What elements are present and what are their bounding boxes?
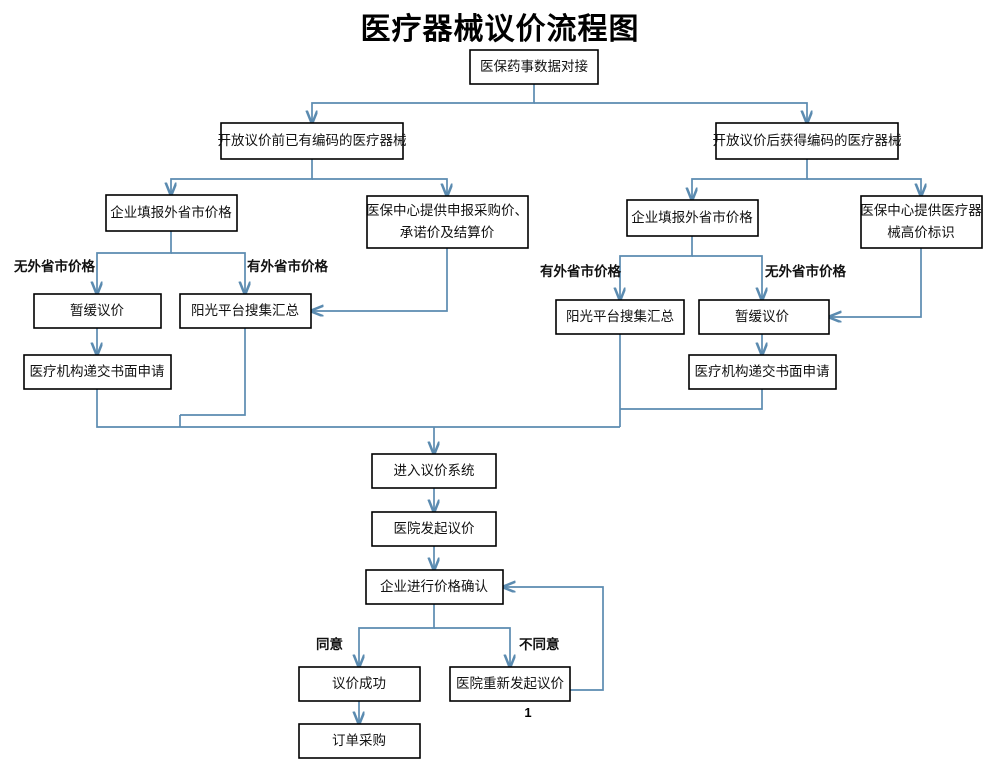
- connector-layer: [97, 84, 921, 724]
- node-enterprise-confirm-box[interactable]: [365, 569, 504, 605]
- node-right-center-mark-label-line1: 医保中心提供医疗器: [860, 203, 982, 218]
- node-root[interactable]: 医保药事数据对接: [469, 49, 599, 85]
- edge-confirm-to-reinitiate: [434, 627, 510, 667]
- edge-root-to-branch-right: [534, 102, 807, 123]
- node-right-written-apply[interactable]: 医疗机构递交书面申请: [688, 354, 837, 390]
- node-right-sunshine-box[interactable]: [555, 299, 685, 335]
- node-right-written-apply-label: 医疗机构递交书面申请: [695, 363, 830, 379]
- edge-label-right-no-price: 无外省市价格: [764, 263, 846, 279]
- node-hospital-reinitiate[interactable]: 医院重新发起议价: [449, 666, 571, 702]
- edge-rightprice-bus: [620, 236, 693, 300]
- edge-leftprice-bus: [97, 231, 172, 294]
- edge-leftprice-to-sunshine: [171, 252, 245, 294]
- edge-rightapply-down: [620, 389, 763, 410]
- node-order-purchase[interactable]: 订单采购: [298, 723, 421, 759]
- node-right-sunshine[interactable]: 阳光平台搜集汇总: [555, 299, 685, 335]
- node-left-enterprise-price-label: 企业填报外省市价格: [110, 204, 232, 220]
- node-branch-right-box[interactable]: [715, 122, 899, 160]
- edge-centermark-to-suspend: [829, 248, 922, 317]
- node-hospital-initiate-box[interactable]: [371, 511, 497, 547]
- node-left-written-apply-box[interactable]: [23, 354, 172, 390]
- node-right-suspend-box[interactable]: [698, 299, 830, 335]
- node-order-purchase-box[interactable]: [298, 723, 421, 759]
- edge-branchright-bus: [692, 159, 808, 200]
- node-left-enterprise-price-box[interactable]: [105, 194, 238, 232]
- node-left-sunshine-box[interactable]: [179, 293, 312, 329]
- node-negotiation-success[interactable]: 议价成功: [298, 666, 421, 702]
- node-right-enterprise-price-label: 企业填报外省市价格: [631, 209, 753, 225]
- node-right-suspend[interactable]: 暂缓议价: [698, 299, 830, 335]
- edge-reinitiate-feedback: [503, 587, 604, 691]
- edge-rightprice-to-suspend: [692, 255, 762, 300]
- node-negotiation-success-label: 议价成功: [332, 676, 386, 691]
- node-right-suspend-label: 暂缓议价: [735, 309, 789, 324]
- node-left-written-apply[interactable]: 医疗机构递交书面申请: [23, 354, 172, 390]
- node-left-center-supply[interactable]: 医保中心提供申报采购价、 承诺价及结算价: [366, 195, 529, 249]
- node-root-box[interactable]: [469, 49, 599, 85]
- node-hospital-initiate-label: 医院发起议价: [394, 521, 475, 536]
- node-negotiation-success-box[interactable]: [298, 666, 421, 702]
- node-left-enterprise-price[interactable]: 企业填报外省市价格: [105, 194, 238, 232]
- edge-confirm-bus: [359, 604, 435, 667]
- node-enterprise-confirm-label: 企业进行价格确认: [380, 578, 488, 594]
- node-left-suspend-box[interactable]: [33, 293, 162, 329]
- node-branch-right[interactable]: 开放议价后获得编码的医疗器械: [713, 122, 902, 160]
- node-right-center-mark-label-line2: 械高价标识: [887, 224, 955, 240]
- node-left-sunshine[interactable]: 阳光平台搜集汇总: [179, 293, 312, 329]
- node-branch-right-label: 开放议价后获得编码的医疗器械: [713, 132, 902, 148]
- edge-leftsunshine-down: [180, 328, 246, 416]
- edge-root-bus: [312, 84, 535, 123]
- edge-label-agree: 同意: [316, 636, 343, 652]
- node-left-center-supply-label-line2: 承诺价及结算价: [400, 225, 495, 240]
- node-enter-system[interactable]: 进入议价系统: [371, 453, 497, 489]
- node-right-enterprise-price[interactable]: 企业填报外省市价格: [626, 199, 759, 237]
- node-right-sunshine-label: 阳光平台搜集汇总: [566, 309, 674, 324]
- edge-leftapply-down: [96, 389, 434, 428]
- edge-label-disagree: 不同意: [519, 636, 560, 652]
- node-hospital-reinitiate-label: 医院重新发起议价: [456, 676, 564, 691]
- node-enter-system-label: 进入议价系统: [394, 463, 475, 478]
- node-order-purchase-label: 订单采购: [332, 733, 386, 748]
- page-title: 医疗器械议价流程图: [360, 13, 640, 46]
- edge-branchright-to-centermark: [807, 178, 921, 196]
- edge-label-right-has-price: 有外省市价格: [540, 263, 621, 279]
- node-root-label: 医保药事数据对接: [480, 58, 588, 74]
- edge-branchleft-bus: [171, 159, 313, 195]
- edge-label-left-no-price: 无外省市价格: [13, 258, 95, 274]
- edge-centersupply-to-sunshine: [311, 248, 448, 311]
- node-branch-left-box[interactable]: [220, 122, 404, 160]
- node-right-written-apply-box[interactable]: [688, 354, 837, 390]
- node-enterprise-confirm[interactable]: 企业进行价格确认: [365, 569, 504, 605]
- edge-branchleft-to-centersupply: [312, 178, 447, 196]
- node-branch-left-label: 开放议价前已有编码的医疗器械: [218, 132, 407, 148]
- node-hospital-reinitiate-box[interactable]: [449, 666, 571, 702]
- edge-label-left-has-price: 有外省市价格: [247, 258, 328, 274]
- node-left-center-supply-box[interactable]: [366, 195, 529, 249]
- page-number: 1: [524, 705, 532, 720]
- node-left-suspend[interactable]: 暂缓议价: [33, 293, 162, 329]
- node-right-enterprise-price-box[interactable]: [626, 199, 759, 237]
- node-left-center-supply-label-line1: 医保中心提供申报采购价、: [366, 203, 528, 218]
- node-left-suspend-label: 暂缓议价: [70, 303, 124, 318]
- node-enter-system-box[interactable]: [371, 453, 497, 489]
- node-right-center-mark-box[interactable]: [860, 195, 983, 249]
- node-branch-left[interactable]: 开放议价前已有编码的医疗器械: [218, 122, 407, 160]
- node-hospital-initiate[interactable]: 医院发起议价: [371, 511, 497, 547]
- node-right-center-mark[interactable]: 医保中心提供医疗器 械高价标识: [860, 195, 983, 249]
- node-left-sunshine-label: 阳光平台搜集汇总: [191, 303, 299, 318]
- node-left-written-apply-label: 医疗机构递交书面申请: [30, 363, 165, 379]
